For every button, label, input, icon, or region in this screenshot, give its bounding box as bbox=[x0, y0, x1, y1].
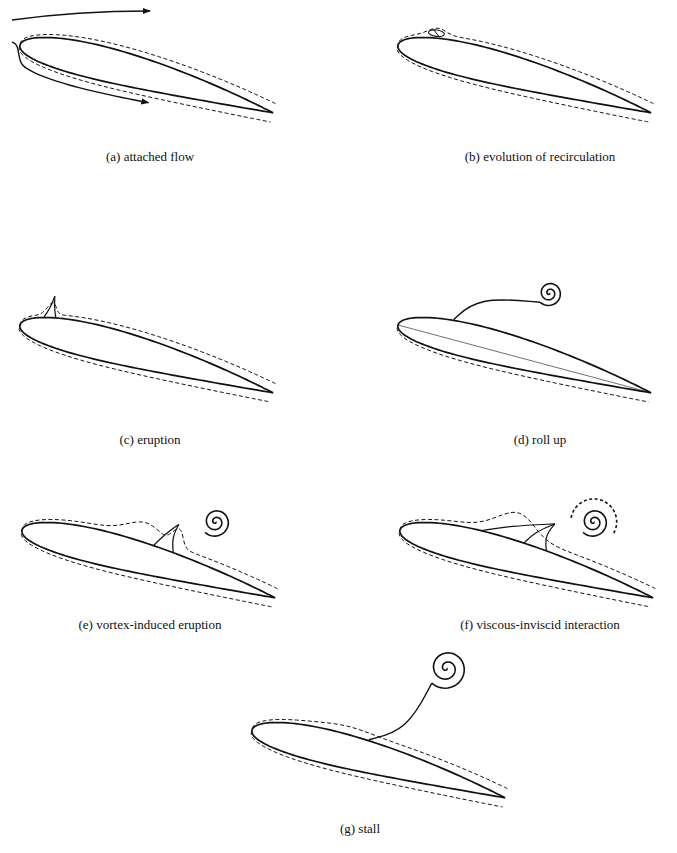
airfoil-outline bbox=[398, 317, 651, 392]
airfoil-outline bbox=[252, 722, 505, 797]
streamline bbox=[12, 42, 148, 103]
streamline bbox=[12, 11, 150, 20]
eruption-spike bbox=[481, 524, 555, 531]
boundary-layer-edge bbox=[571, 499, 617, 533]
airfoil-outline bbox=[20, 37, 273, 112]
shear-layer bbox=[454, 300, 540, 320]
panel-caption: (e) vortex-induced eruption bbox=[77, 617, 224, 633]
vortex-spiral bbox=[205, 511, 228, 536]
airfoil-outline bbox=[400, 522, 653, 597]
vortex-spiral bbox=[540, 284, 560, 306]
panel-caption: (a) attached flow bbox=[104, 149, 196, 165]
panel-caption: (f) viscous-inviscid interaction bbox=[458, 617, 622, 633]
panel-caption: (b) evolution of recirculation bbox=[463, 149, 618, 165]
panel-stall bbox=[251, 653, 507, 807]
vortex-spiral bbox=[583, 511, 606, 536]
panel-eruption bbox=[19, 296, 275, 402]
recirculation-cross bbox=[433, 29, 439, 37]
boundary-layer-edge bbox=[397, 28, 653, 122]
shear-layer bbox=[369, 683, 432, 740]
panel-attached bbox=[12, 11, 276, 122]
eruption-spike bbox=[55, 296, 56, 318]
airfoil-outline bbox=[22, 522, 275, 597]
panel-interaction bbox=[399, 499, 655, 607]
boundary-layer-edge bbox=[397, 327, 648, 402]
panel-rollup bbox=[397, 284, 651, 402]
eruption-spike bbox=[153, 524, 178, 545]
boundary-layer-edge bbox=[21, 519, 277, 606]
eruption-spike bbox=[524, 524, 555, 543]
panel-caption: (c) eruption bbox=[117, 432, 182, 448]
eruption-spike bbox=[173, 524, 179, 552]
boundary-layer-edge bbox=[19, 303, 275, 402]
chord-line bbox=[398, 325, 651, 393]
boundary-layer-edge bbox=[399, 512, 655, 607]
airfoil-outline bbox=[398, 37, 651, 112]
panel-vortex-eruption bbox=[21, 511, 277, 607]
eruption-spike bbox=[44, 296, 55, 317]
panel-recirculation bbox=[397, 28, 653, 122]
vortex-spiral bbox=[432, 653, 464, 688]
eruption-spike bbox=[546, 524, 555, 551]
panel-caption: (g) stall bbox=[338, 821, 382, 837]
panel-caption: (d) roll up bbox=[512, 432, 569, 448]
boundary-layer-edge bbox=[251, 719, 507, 807]
boundary-layer-edge bbox=[19, 34, 275, 121]
recirculation-bubble bbox=[428, 29, 445, 37]
airfoil-outline bbox=[20, 317, 273, 392]
